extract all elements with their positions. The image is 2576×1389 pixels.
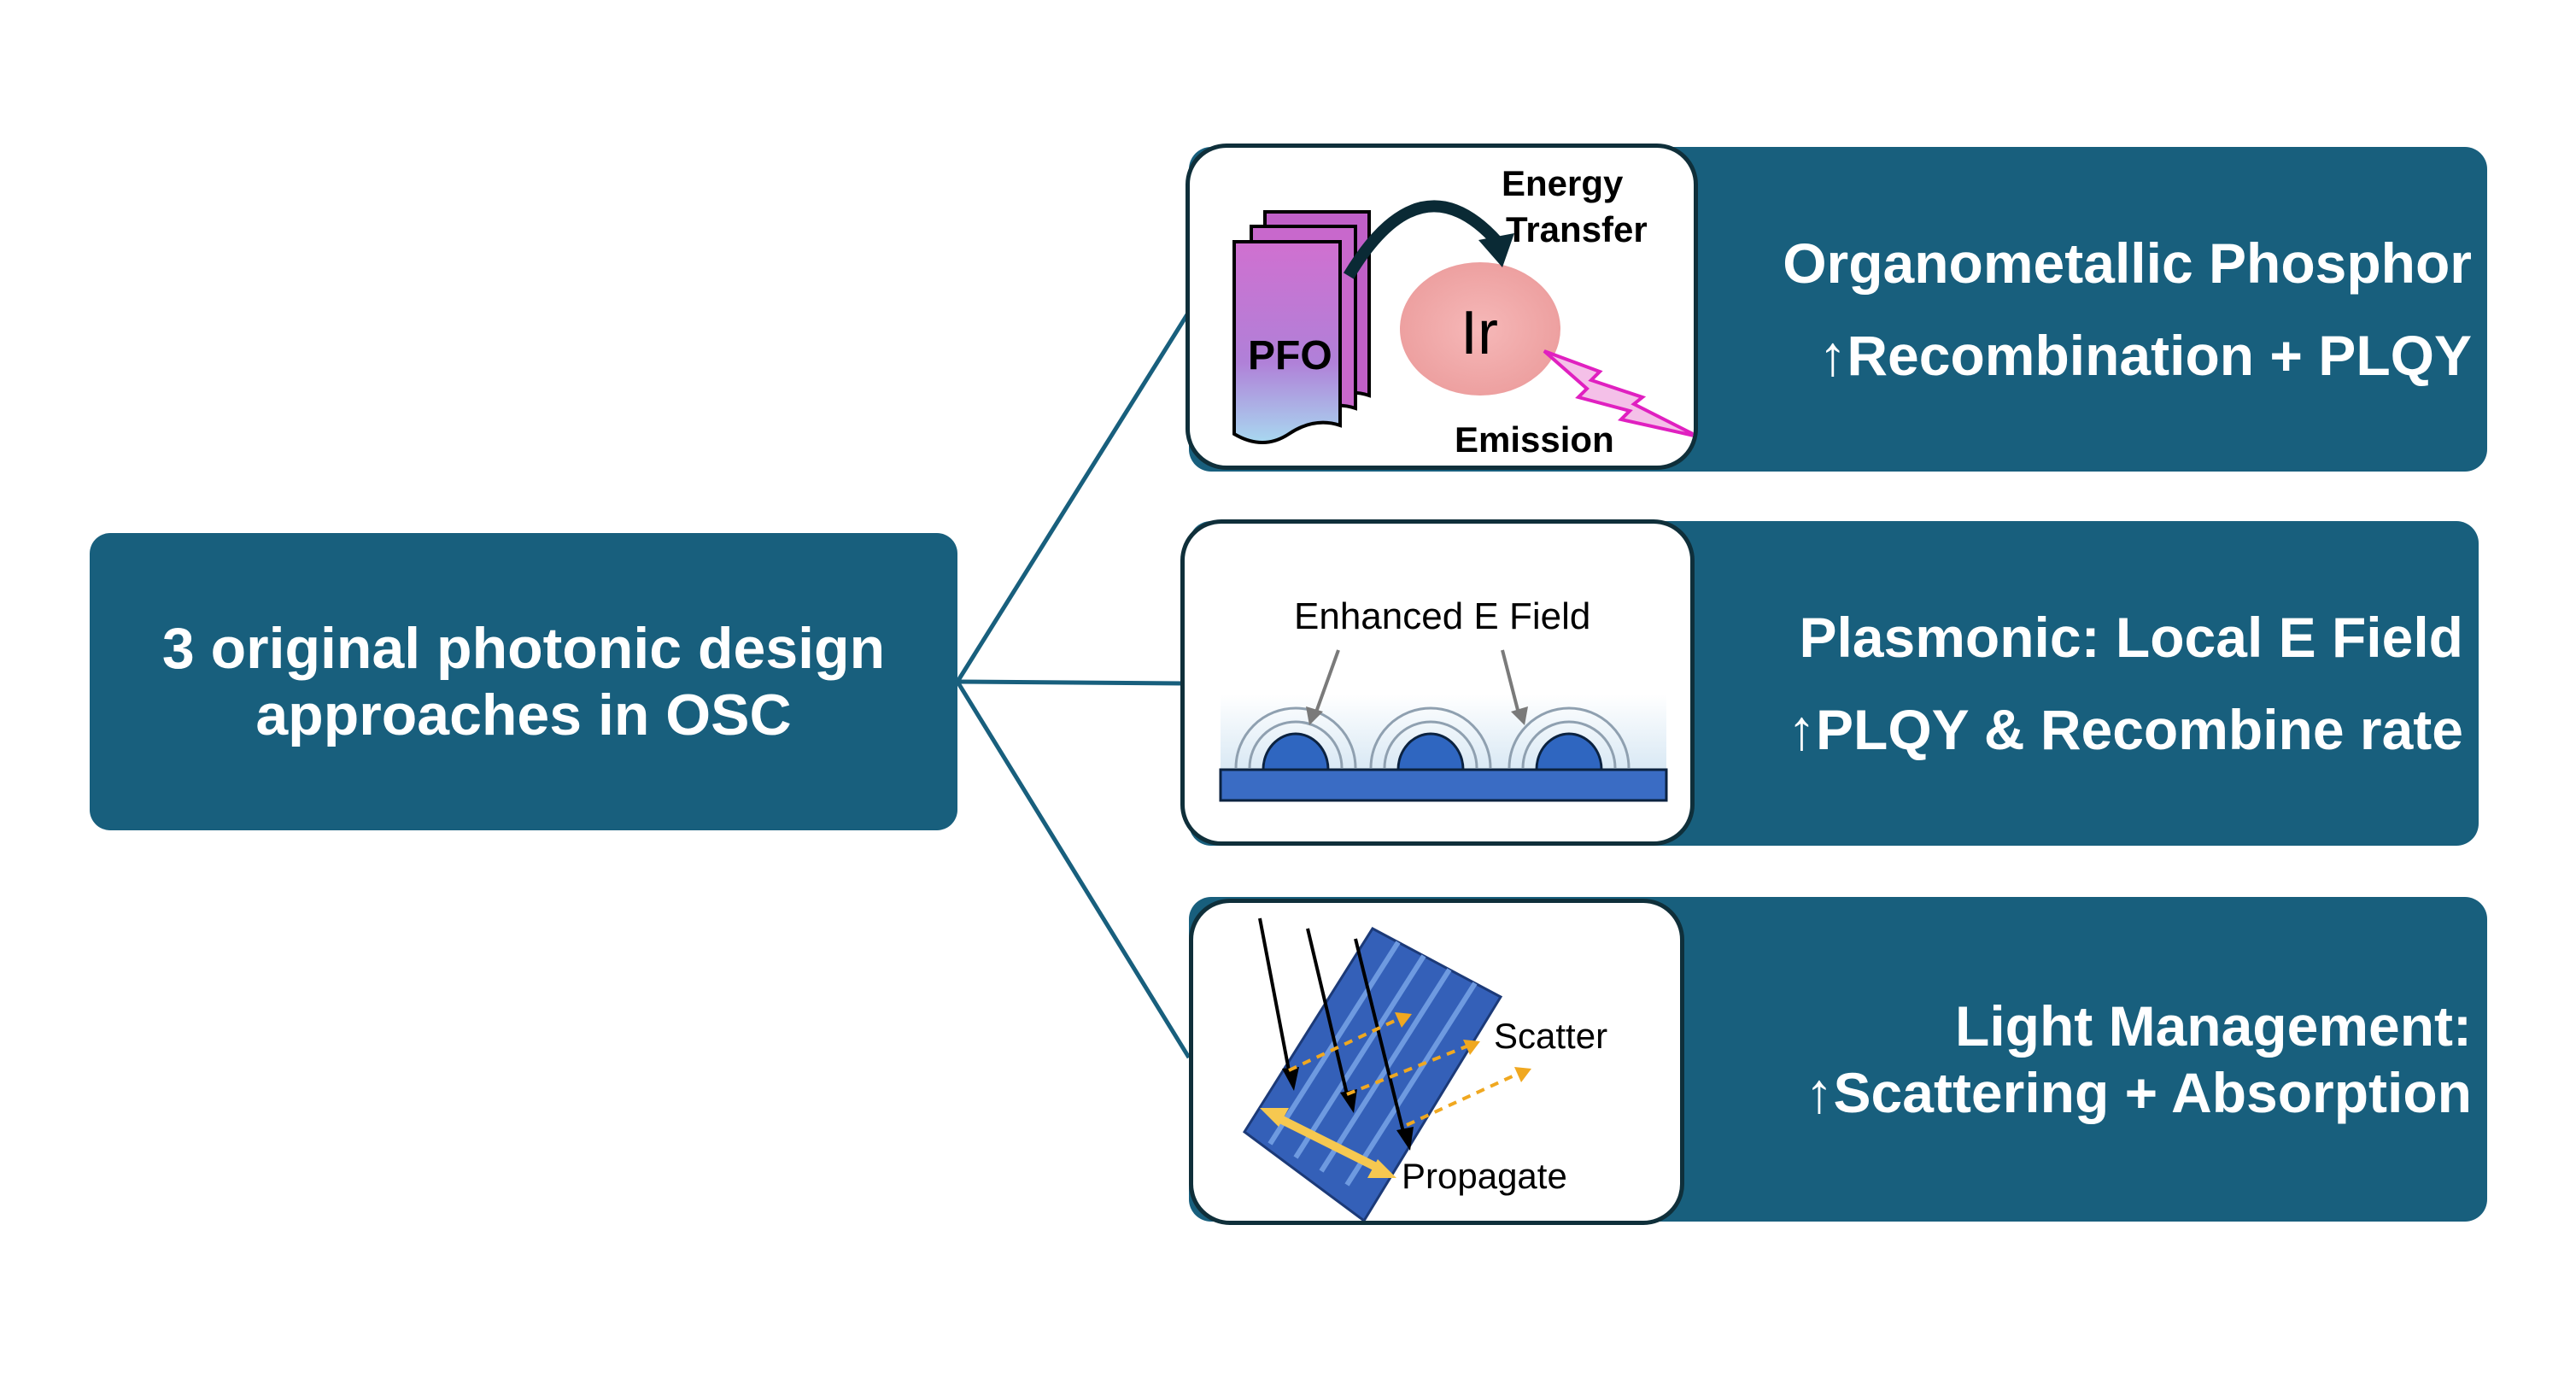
scatter-arrows <box>1288 1017 1519 1127</box>
approach-light-title: Light Management: <box>1955 994 2472 1058</box>
phosphor-figure-card: PFO Ir Energy Transfer Emission <box>1186 144 1698 470</box>
connector-to-plasmonic <box>957 679 1184 686</box>
energy-transfer-arrow <box>1343 200 1502 279</box>
propagate-label: Propagate <box>1402 1156 1567 1196</box>
grating-slab <box>1242 927 1503 1221</box>
grating-ridges <box>1268 941 1478 1187</box>
energy-label: Energy <box>1502 163 1624 203</box>
emission-label: Emission <box>1455 419 1614 460</box>
transfer-label: Transfer <box>1506 209 1648 249</box>
substrate <box>1219 768 1668 802</box>
nanoparticle-2 <box>1396 732 1465 771</box>
root-line-2: approaches in OSC <box>255 683 792 747</box>
approach-phosphor-title: Organometallic Phosphor <box>1783 232 2472 295</box>
ir-sphere <box>1400 262 1560 396</box>
connector-to-light-management <box>955 680 1191 1059</box>
phosphor-figure <box>1232 200 1694 444</box>
light-management-figure-card: Scatter Propagate <box>1189 899 1684 1225</box>
root-line-1: 3 original photonic design <box>161 616 886 681</box>
pfo-page-front <box>1232 240 1342 444</box>
approach-plasmonic-title: Plasmonic: Local E Field <box>1799 606 2463 669</box>
incident-arrows <box>1258 917 1405 1133</box>
field-arrows <box>1313 649 1521 718</box>
propagate-arrow <box>1273 1112 1384 1174</box>
connector-to-phosphor <box>955 310 1191 683</box>
ir-label: Ir <box>1461 299 1498 367</box>
enhanced-field-label: Enhanced E Field <box>1294 595 1591 637</box>
emission-bolt <box>1543 349 1694 437</box>
approach-light-subtitle: ↑Scattering + Absorption <box>1805 1061 2472 1124</box>
light-management-figure <box>1242 917 1531 1221</box>
pfo-label: PFO <box>1248 333 1332 378</box>
nanoparticle-3 <box>1535 732 1603 771</box>
approach-phosphor-subtitle: ↑Recombination + PLQY <box>1818 324 2472 387</box>
approach-plasmonic-subtitle: ↑PLQY & Recombine rate <box>1787 698 2463 761</box>
root-node: 3 original photonic design approaches in… <box>90 533 957 830</box>
field-halos <box>1234 706 1630 769</box>
plasmonic-figure <box>1219 649 1668 802</box>
scatter-label: Scatter <box>1494 1016 1608 1056</box>
plasmonic-figure-card: Enhanced E Field <box>1180 519 1695 846</box>
nanoparticle-1 <box>1262 732 1330 771</box>
energy-transfer-arrowhead <box>1478 233 1514 267</box>
